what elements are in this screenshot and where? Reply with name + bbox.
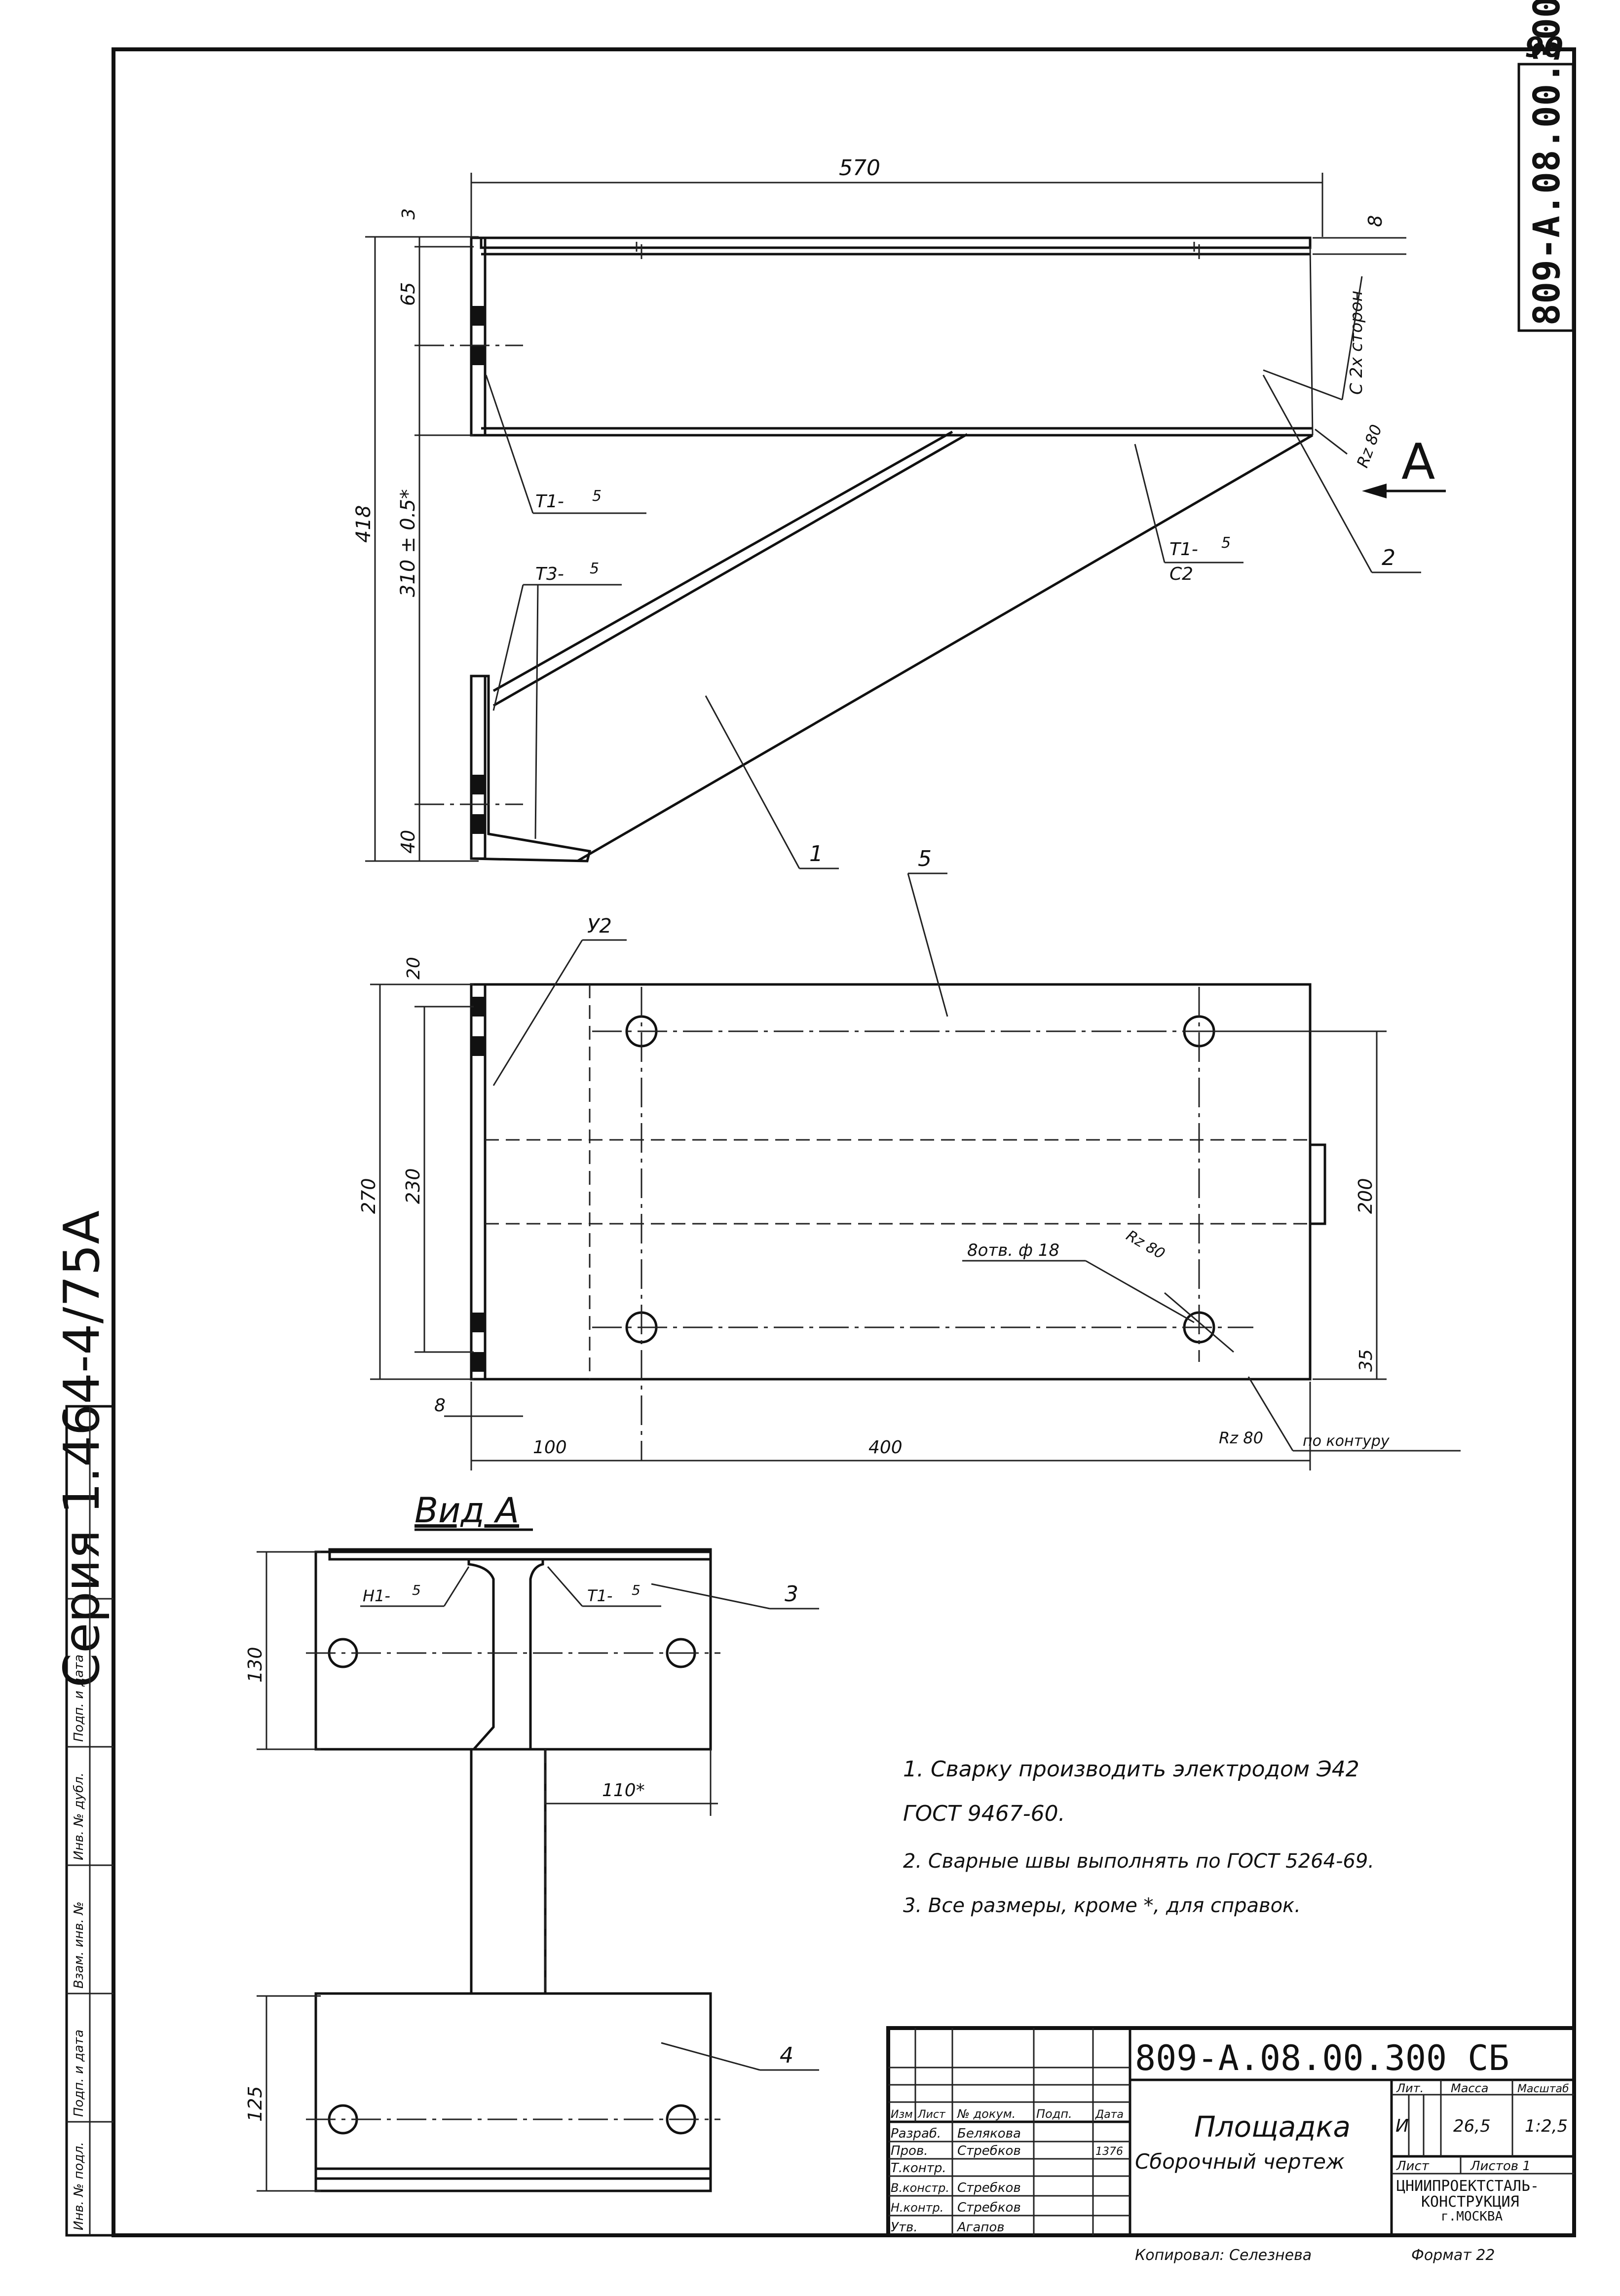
svg-text:Стребков: Стребков bbox=[957, 2144, 1021, 2158]
pos-4: 4 bbox=[780, 2043, 793, 2068]
org-line-3: г.МОСКВА bbox=[1441, 2209, 1503, 2224]
weld-h1: Н1- bbox=[363, 1586, 390, 1605]
svg-text:5: 5 bbox=[412, 1582, 421, 1598]
dim-35: 35 bbox=[1356, 1349, 1376, 1372]
svg-text:Лист: Лист bbox=[917, 2108, 946, 2121]
svg-text:Инв. № подл.: Инв. № подл. bbox=[72, 2142, 86, 2230]
dim-40: 40 bbox=[397, 830, 419, 854]
note-2: 2. Сварные швы выполнять по ГОСТ 5264-69… bbox=[903, 1850, 1374, 1873]
dim-200: 200 bbox=[1355, 1178, 1376, 1214]
dim-3: 3 bbox=[399, 208, 419, 220]
doc-name: Площадка bbox=[1194, 2110, 1351, 2144]
view-a: Вид А 130 125 110* bbox=[244, 1490, 819, 2192]
svg-text:Подп. и дата: Подп. и дата bbox=[72, 1655, 86, 1742]
pos-2: 2 bbox=[1382, 545, 1395, 570]
svg-text:Лит.: Лит. bbox=[1396, 2081, 1424, 2095]
svg-text:Подп.: Подп. bbox=[1036, 2107, 1072, 2121]
svg-text:Масштаб: Масштаб bbox=[1517, 2083, 1569, 2095]
pos-1: 1 bbox=[809, 841, 823, 866]
u2-label: У2 bbox=[587, 915, 612, 938]
svg-text:5: 5 bbox=[592, 488, 602, 505]
svg-text:Стребков: Стребков bbox=[957, 2181, 1021, 2195]
title-block: Изм Лист № докум. Подп. Дата Разраб. Бел… bbox=[886, 2026, 1576, 2237]
note-3: 3. Все размеры, кроме *, для справок. bbox=[903, 1894, 1301, 1917]
series-label: Серия 1.464-4/75А bbox=[53, 1210, 111, 1688]
svg-text:Стребков: Стребков bbox=[957, 2200, 1021, 2215]
svg-text:Изм: Изм bbox=[891, 2108, 913, 2121]
svg-text:5: 5 bbox=[590, 560, 599, 577]
contour-label: по контуру bbox=[1303, 1432, 1390, 1450]
note-1a: 1. Сварку производить электродом Э42 bbox=[903, 1757, 1359, 1782]
svg-text:Белякова: Белякова bbox=[957, 2126, 1021, 2141]
svg-text:Листов 1: Листов 1 bbox=[1470, 2159, 1531, 2174]
pos-3: 3 bbox=[785, 1581, 798, 1607]
svg-text:Н.контр.: Н.контр. bbox=[891, 2201, 943, 2215]
svg-text:Инв. № дубл.: Инв. № дубл. bbox=[72, 1772, 86, 1860]
copied-by: Копировал: Селезнева bbox=[1135, 2247, 1312, 2264]
doc-subtitle: Сборочный чертеж bbox=[1135, 2149, 1345, 2174]
elevation-view: 570 3 65 418 310 ± 0.5* 40 8 С 2х сторон… bbox=[352, 155, 1446, 869]
dim-270: 270 bbox=[358, 1178, 379, 1214]
svg-text:5: 5 bbox=[1221, 534, 1231, 552]
dim-418: 418 bbox=[352, 505, 375, 543]
dim-100: 100 bbox=[533, 1437, 567, 1458]
dim-230: 230 bbox=[402, 1168, 424, 1204]
sheet-frame bbox=[112, 47, 1576, 2237]
svg-text:В.констр.: В.констр. bbox=[891, 2181, 949, 2195]
dim-125: 125 bbox=[244, 2086, 266, 2122]
weld-t1-viewa: Т1- bbox=[587, 1586, 612, 1605]
weld-c2: С2 bbox=[1169, 564, 1193, 584]
svg-text:Пров.: Пров. bbox=[891, 2144, 928, 2158]
plan-view: 20 270 230 200 35 8 100 400 У2 5 8отв. ф… bbox=[358, 846, 1461, 1470]
dim-20: 20 bbox=[404, 957, 424, 979]
svg-text:Лист: Лист bbox=[1396, 2159, 1430, 2174]
note-1b: ГОСТ 9467-60. bbox=[903, 1801, 1065, 1826]
svg-text:Подп. и дата: Подп. и дата bbox=[72, 2030, 86, 2117]
svg-text:5: 5 bbox=[632, 1582, 640, 1598]
dim-130: 130 bbox=[244, 1647, 266, 1683]
svg-text:Взам. инв. №: Взам. инв. № bbox=[72, 1901, 86, 1989]
mass-value: 26,5 bbox=[1453, 2116, 1491, 2136]
rz80-top: Rz 80 bbox=[1353, 422, 1386, 470]
weld-t3: Т3- bbox=[535, 564, 564, 584]
dim-310: 310 ± 0.5* bbox=[397, 489, 419, 597]
side-stamp: Инв. № подл. Подп. и дата Взам. инв. № И… bbox=[65, 1405, 115, 2237]
view-a-title: Вид А bbox=[414, 1490, 519, 1531]
holes-label: 8отв. ф 18 bbox=[967, 1241, 1059, 1260]
weld-t1-mid: Т1- bbox=[1169, 539, 1198, 560]
doc-code: 809-А.08.00.300 СБ bbox=[1135, 2038, 1509, 2078]
org-line-1: ЦНИИПРОЕКТСТАЛЬ- bbox=[1396, 2178, 1539, 2195]
svg-text:№ докум.: № докум. bbox=[956, 2107, 1016, 2121]
org-line-2: КОНСТРУКЦИЯ bbox=[1421, 2193, 1519, 2211]
dim-110: 110* bbox=[602, 1780, 645, 1801]
code-stamp-box bbox=[1517, 63, 1575, 332]
weld-t1-top: Т1- bbox=[535, 491, 564, 512]
svg-text:Разраб.: Разраб. bbox=[891, 2126, 941, 2141]
svg-text:Утв.: Утв. bbox=[891, 2220, 918, 2235]
rz80-hole: Rz 80 bbox=[1123, 1227, 1168, 1263]
dim-65: 65 bbox=[397, 282, 419, 306]
svg-text:Т.контр.: Т.контр. bbox=[891, 2161, 946, 2176]
side-code: 809-A.08.00.300 CБ bbox=[1526, 0, 1568, 326]
view-a-marker: А bbox=[1401, 433, 1435, 490]
svg-text:Дата: Дата bbox=[1095, 2108, 1124, 2121]
rz80-contour: Rz 80 bbox=[1219, 1429, 1263, 1447]
lit-value: И bbox=[1395, 2116, 1409, 2136]
dim-400: 400 bbox=[868, 1437, 903, 1458]
page-number: 90 bbox=[1525, 32, 1563, 64]
format-label: Формат 22 bbox=[1411, 2247, 1495, 2264]
svg-text:Масса: Масса bbox=[1451, 2081, 1489, 2095]
svg-text:1376: 1376 bbox=[1095, 2145, 1123, 2158]
dim-8-top: 8 bbox=[1364, 215, 1386, 227]
svg-text:Агапов: Агапов bbox=[956, 2220, 1005, 2235]
dim-570: 570 bbox=[839, 155, 880, 181]
pos-5: 5 bbox=[918, 846, 932, 871]
dim-8-plan: 8 bbox=[434, 1395, 446, 1416]
notes: 1. Сварку производить электродом Э42 ГОС… bbox=[903, 1757, 1374, 1917]
scale-value: 1:2,5 bbox=[1525, 2116, 1568, 2136]
